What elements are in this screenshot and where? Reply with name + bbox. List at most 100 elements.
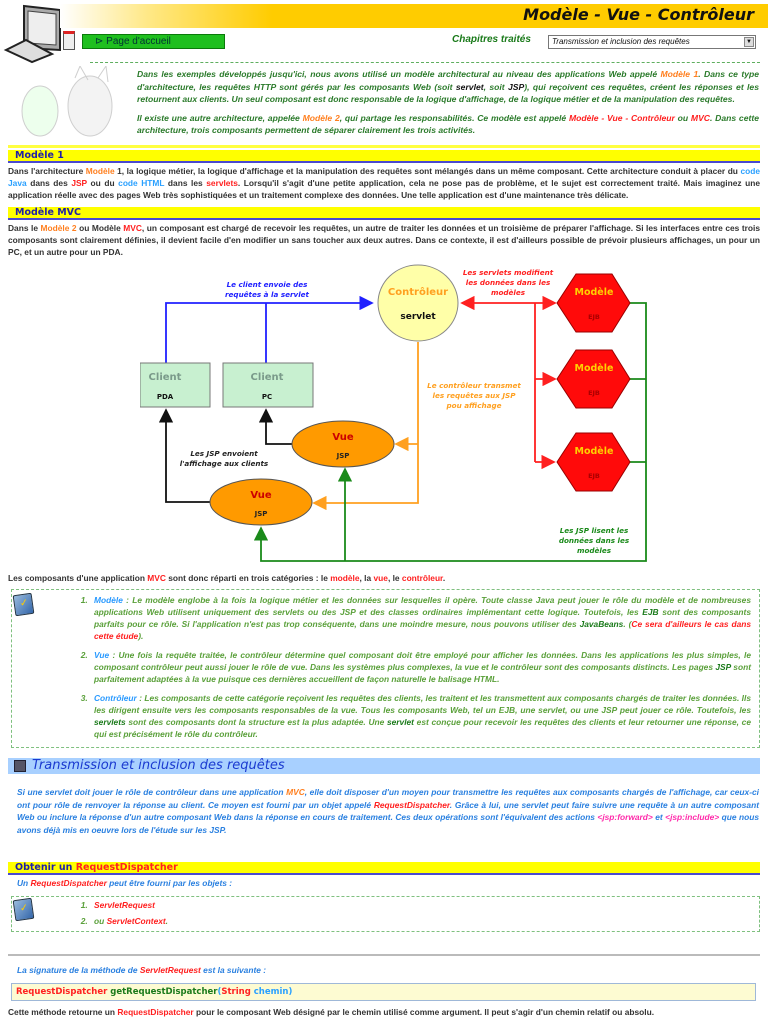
text-run: servlets	[206, 177, 238, 188]
text-run: ServletRequest	[139, 964, 201, 975]
text-run: getRequestDispatcher	[107, 986, 218, 997]
text-run: MVC	[690, 112, 711, 123]
diagram-label: Les JSP envoient	[190, 449, 258, 458]
section-heading-modele-mvc: Modèle MVC	[8, 206, 760, 220]
model-read-line	[630, 378, 646, 463]
text-run: Cette méthode retourne un	[8, 1006, 118, 1017]
view-node-2: Vue JSP	[209, 478, 313, 526]
text-run: Vue	[94, 649, 110, 660]
text-run: code Java	[8, 165, 760, 188]
client-sub: PC	[262, 393, 272, 401]
text-run: ).	[138, 630, 144, 641]
text-run: Les composants d'une application	[8, 572, 148, 583]
text-run: RequestDispatcher	[75, 862, 178, 874]
text-run: , elle doit disposer d'un moyen pour tra…	[17, 786, 759, 810]
text-run: servlet	[386, 716, 414, 727]
diagram-label: EJB	[588, 313, 600, 321]
header-bar	[60, 4, 768, 28]
controller-title: Contrôleur	[388, 286, 448, 298]
list-item: Modèle : Le modèle englobe à la fois la …	[90, 594, 751, 642]
view-title: Vue	[250, 490, 272, 501]
text-run: . Grâce à lui, une servlet peut faire su…	[17, 799, 759, 823]
controller-sub: servlet	[400, 312, 436, 322]
text-run: MVC	[286, 786, 305, 797]
section-heading-modele1: Modèle 1	[8, 149, 760, 163]
signature-intro: La signature de la méthode de ServletReq…	[17, 964, 759, 977]
text-run: dans des	[26, 177, 72, 188]
diagram-label: EJB	[588, 472, 600, 480]
text-run: ou	[674, 112, 691, 123]
text-run: Modèle	[94, 594, 123, 605]
list-item: ServletRequest	[90, 899, 751, 911]
text-run: peut être fourni par les objets :	[106, 878, 233, 889]
horizontal-rule	[8, 953, 760, 956]
chapters-selected-value: Transmission et inclusion des requêtes	[552, 37, 690, 46]
view-title: Vue	[332, 432, 354, 443]
text-run: Obtenir un	[15, 862, 76, 874]
text-run: EJB	[642, 606, 659, 617]
chapters-label: Chapitres traités	[452, 34, 531, 45]
text-run: sont des composants parfaits pour ce rôl…	[94, 606, 751, 629]
text-run: sont donc réparti en trois catégories : …	[165, 572, 331, 583]
client-node-pda: Client PDA	[140, 362, 211, 408]
text-run: RequestDispatcher	[16, 986, 108, 997]
text-run: JSP	[715, 661, 731, 672]
text-run: Modèle 1	[660, 69, 699, 79]
client-title: Client	[149, 372, 182, 383]
text-run: , la	[359, 572, 374, 583]
text-run: Contrôleur	[94, 692, 137, 703]
diagram-label: EJB	[588, 389, 600, 397]
section-heading-obtenir: Obtenir un RequestDispatcher	[8, 862, 760, 876]
text-run: : Les composants de cette catégorie reço…	[94, 692, 751, 715]
text-run: JSP	[71, 177, 87, 188]
text-run: Un	[17, 878, 31, 889]
components-list: Modèle : Le modèle englobe à la fois la …	[12, 594, 751, 740]
transmission-text: Si une servlet doit jouer le rôle de con…	[17, 786, 759, 836]
diagram-label: modèles	[491, 288, 526, 297]
text-run: ), qui reçoivent ces requêtes, créent le…	[137, 81, 759, 105]
client-title: Client	[251, 372, 284, 383]
diagram-label: Modèle	[575, 287, 614, 298]
text-run: JSP	[508, 81, 525, 92]
text-run: .	[442, 572, 446, 583]
heading-text: Transmission et inclusion des requêtes	[32, 757, 285, 773]
controller-forward-line	[312, 341, 419, 511]
text-run: . Lorsqu'il s'agit d'une petite applicat…	[8, 177, 761, 200]
text-run: Il existe une autre architecture, appelé…	[137, 112, 303, 123]
text-run: ou du	[87, 177, 119, 188]
cartoon-characters-icon	[21, 66, 113, 137]
text-run: Modèle - Vue - Contrôleur	[568, 112, 675, 123]
computer-icon	[14, 759, 26, 772]
text-run: : Une fois la requête traitée, le contrô…	[94, 649, 751, 672]
diagram-label: Modèle	[575, 363, 614, 374]
text-run: vue	[373, 572, 388, 583]
diagram-label: requêtes à la servlet	[225, 290, 310, 299]
list-item: ou ServletContext.	[90, 915, 751, 927]
diagram-label: les données dans les	[466, 278, 551, 287]
text-run: ServletContext	[106, 915, 166, 926]
home-button[interactable]: ⊳ Page d'accueil	[82, 34, 225, 49]
divider	[90, 62, 760, 63]
text-run: RequestDispatcher	[30, 878, 107, 889]
text-run: .	[165, 915, 168, 926]
text-run: contrôleur	[401, 572, 443, 583]
chevron-down-icon: ▼	[744, 37, 754, 47]
diagram-label: Le client envoie des	[227, 280, 309, 289]
notepad-icon	[12, 592, 35, 617]
client-request-line	[165, 295, 374, 363]
text-run: Si une servlet doit jouer le rôle de con…	[17, 786, 287, 797]
intro-paragraph-2: Il existe une autre architecture, appelé…	[137, 112, 759, 137]
text-run: (	[217, 986, 222, 997]
chapters-select[interactable]: Transmission et inclusion des requêtes ▼	[548, 35, 756, 49]
text-run: code HTML	[118, 177, 165, 188]
text-run: 1, la logique métier, la logique d'affic…	[114, 165, 741, 176]
client-sub: PDA	[157, 393, 174, 401]
diagram-label: modèles	[577, 546, 612, 555]
page-content: Dans les exemples développés jusqu'ici, …	[0, 68, 768, 1028]
components-box: Modèle : Le modèle englobe à la fois la …	[11, 588, 760, 748]
diagram-label: Modèle	[575, 446, 614, 457]
text-run: : Le modèle englobe à la fois la logique…	[94, 594, 751, 617]
sitemap-icon[interactable]	[63, 31, 75, 50]
text-run: Modèle	[85, 165, 115, 176]
components-summary: Les composants d'une application MVC son…	[8, 572, 760, 584]
